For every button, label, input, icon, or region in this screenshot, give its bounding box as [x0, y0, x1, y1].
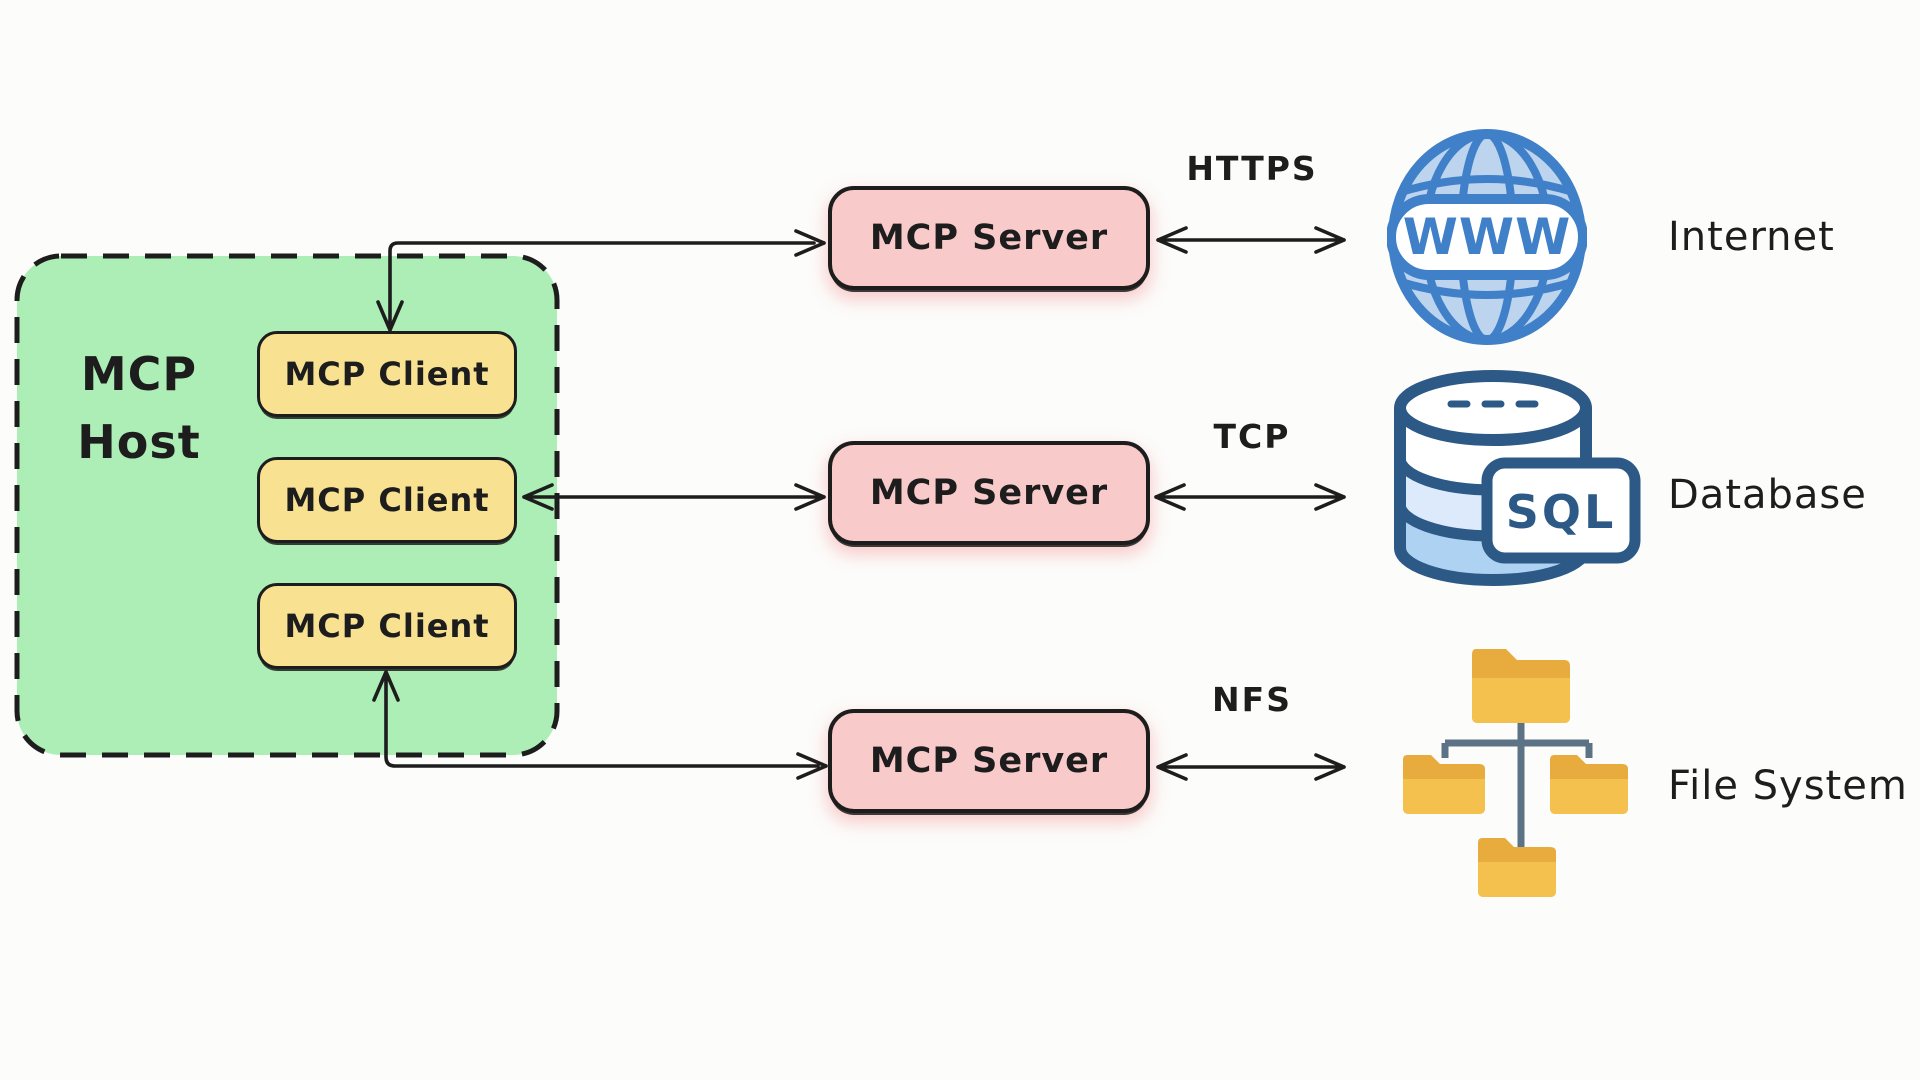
globe-www-icon: WWW [1387, 129, 1587, 345]
server2-database-arrow [1154, 483, 1346, 511]
protocol-label-nfs: NFS [1212, 680, 1292, 719]
resource-label-file-system: File System [1668, 763, 1908, 809]
database-sql-icon: SQL [1394, 370, 1641, 586]
mcp-client-box-1: MCP Client [257, 331, 517, 417]
client2-server2-arrow [522, 483, 826, 511]
db-badge-text: SQL [1506, 485, 1617, 539]
mcp-host-label: MCP Host [77, 347, 201, 469]
folder-tree-icon [1403, 649, 1628, 897]
protocol-label-tcp: TCP [1213, 417, 1291, 456]
resource-label-internet: Internet [1668, 214, 1835, 260]
mcp-server-box-2: MCP Server [828, 441, 1150, 545]
mcp-server-label-3: MCP Server [869, 741, 1109, 781]
mcp-client-box-3: MCP Client [257, 583, 517, 669]
mcp-client-label-3: MCP Client [284, 607, 490, 645]
globe-banner-text: WWW [1403, 208, 1571, 266]
mcp-client-label-2: MCP Client [284, 481, 490, 519]
resource-label-database: Database [1668, 472, 1867, 518]
mcp-client-box-2: MCP Client [257, 457, 517, 543]
server3-filesystem-arrow [1156, 753, 1346, 781]
server1-internet-arrow [1156, 226, 1346, 254]
mcp-server-box-3: MCP Server [828, 709, 1150, 813]
mcp-server-label-2: MCP Server [869, 473, 1109, 513]
mcp-server-label-1: MCP Server [869, 218, 1109, 258]
protocol-label-https: HTTPS [1186, 149, 1318, 188]
mcp-server-box-1: MCP Server [828, 186, 1150, 290]
mcp-client-label-1: MCP Client [284, 355, 490, 393]
